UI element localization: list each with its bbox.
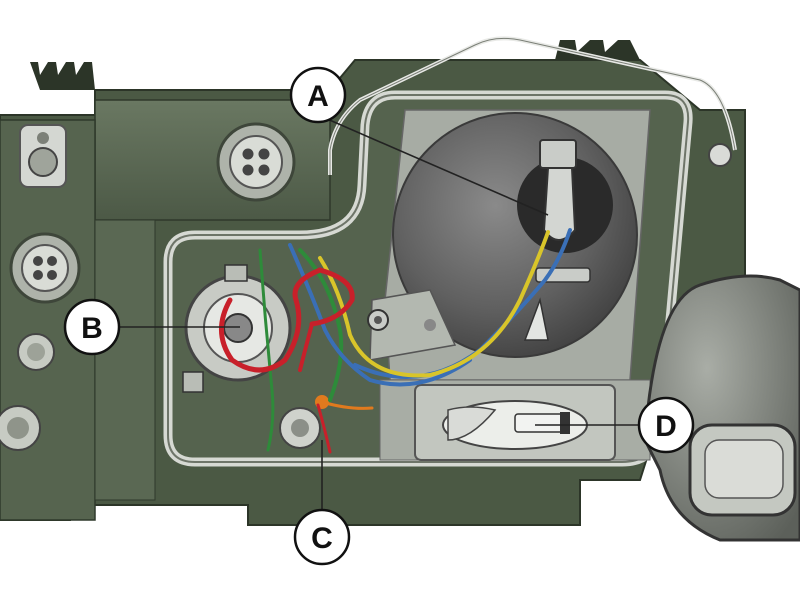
callout-d: D: [637, 396, 695, 454]
leader-lines: [118, 114, 640, 510]
callout-label-d: D: [655, 410, 677, 443]
callout-a: A: [289, 66, 347, 124]
callout-label-a: A: [307, 80, 329, 113]
socket-top-left: [19, 124, 67, 188]
side-marker-bulb: [414, 384, 616, 461]
callout-b: B: [63, 298, 121, 356]
callout-label-c: C: [311, 522, 333, 555]
connector-four-pin-top: [216, 122, 296, 202]
grommet-left-middle: [17, 333, 55, 371]
grommet-left-bottom: [0, 405, 41, 451]
leveling-motor: [643, 274, 800, 542]
callout-c: C: [293, 508, 351, 566]
callout-label-b: B: [81, 312, 103, 345]
wiring-harness: [219, 228, 572, 454]
connector-four-pin-left: [9, 232, 81, 304]
turn-signal-socket: [279, 395, 329, 449]
leader-line-a: [317, 114, 549, 216]
